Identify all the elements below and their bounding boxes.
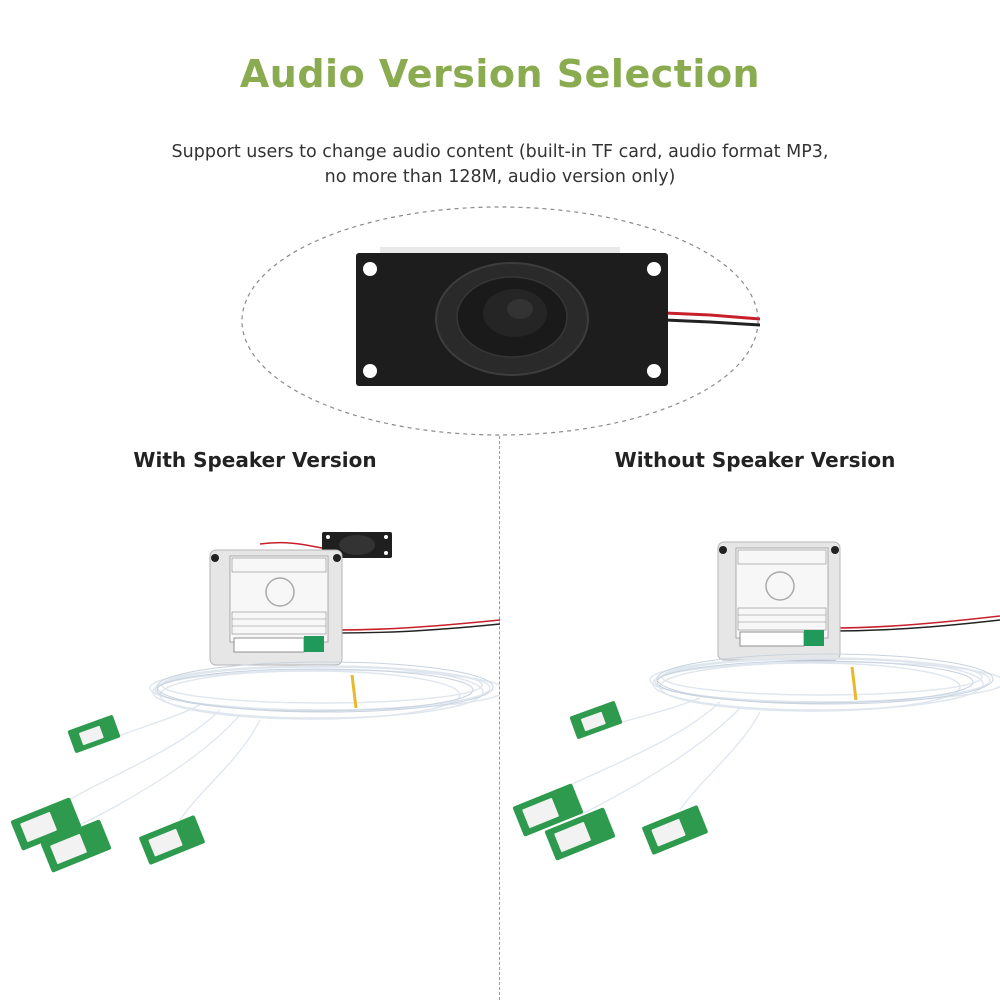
- sensor-pad: [569, 701, 623, 739]
- version-label-without-speaker: Without Speaker Version: [614, 448, 896, 472]
- mount-hole: [647, 262, 661, 276]
- black-wire: [664, 318, 761, 327]
- mount-hole: [363, 262, 377, 276]
- description-line-2: no more than 128M, audio version only): [324, 167, 676, 187]
- speaker-image: [241, 206, 761, 436]
- sensor-pad: [40, 819, 112, 873]
- sensor-pad: [512, 783, 584, 837]
- sensor-pad: [642, 805, 708, 855]
- sensor-pad: [139, 815, 205, 865]
- description: Support users to change audio content (b…: [0, 140, 1000, 190]
- description-line-1: Support users to change audio content (b…: [171, 142, 829, 162]
- mount-hole: [363, 364, 377, 378]
- mount-hole: [647, 364, 661, 378]
- with-speaker-product: [0, 520, 506, 884]
- sensor-pad: [544, 807, 616, 861]
- red-wire: [664, 311, 761, 321]
- without-speaker-product: [500, 520, 1000, 884]
- version-label-with-speaker: With Speaker Version: [133, 448, 377, 472]
- page-title: Audio Version Selection: [239, 52, 761, 96]
- sensor-pad: [67, 715, 121, 753]
- terminal-block: [304, 636, 324, 652]
- speaker-top-edge: [380, 247, 620, 255]
- with-speaker-image: [10, 532, 506, 873]
- sensor-pad: [10, 797, 82, 851]
- center-divider: [499, 436, 500, 1000]
- speaker-closeup: [240, 205, 761, 441]
- without-speaker-image: [512, 541, 1000, 861]
- terminal-block: [804, 630, 824, 646]
- dashed-ellipse: [241, 206, 759, 436]
